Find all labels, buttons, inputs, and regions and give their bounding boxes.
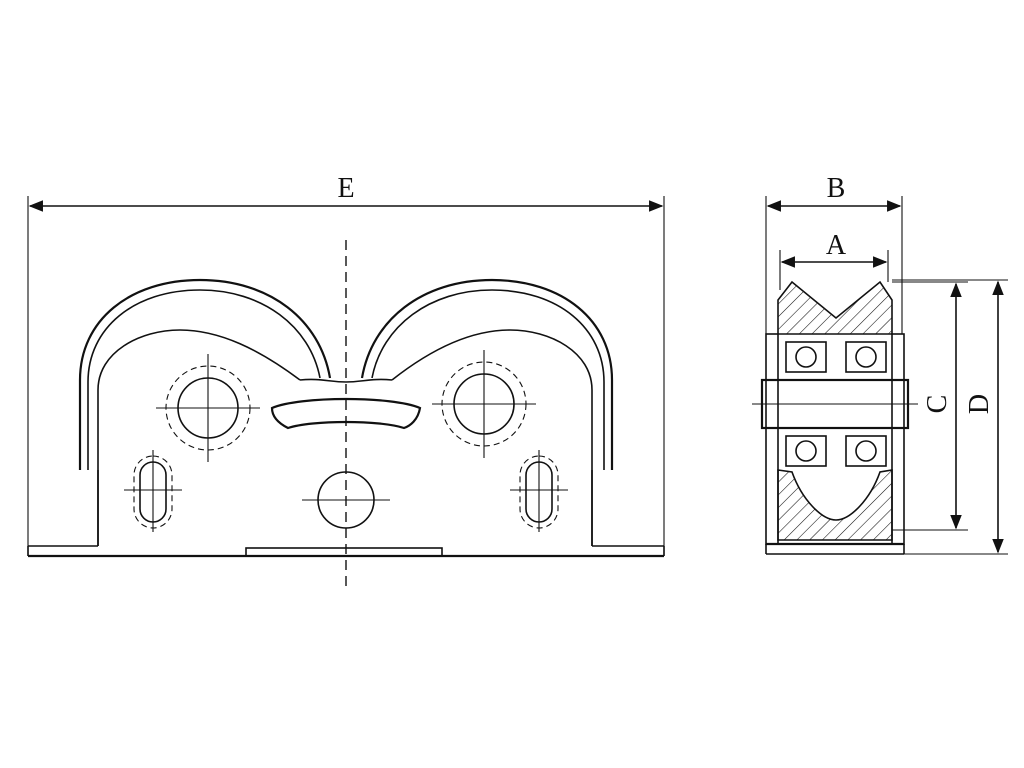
right-slot-hole xyxy=(510,450,568,532)
bearings xyxy=(785,341,887,467)
dimension-b: B xyxy=(765,173,903,334)
side-view: B A xyxy=(752,173,1008,555)
axle xyxy=(752,378,918,430)
housing-side-plates xyxy=(765,333,905,555)
wheel-section-bottom xyxy=(777,469,893,541)
base-plate xyxy=(27,545,665,558)
dimension-c: C xyxy=(892,281,968,531)
dimension-c-label: C xyxy=(922,395,953,414)
left-wheel xyxy=(78,278,332,546)
left-slot-hole xyxy=(124,450,182,532)
dimension-d: D xyxy=(892,279,1008,555)
dimension-a-label: A xyxy=(826,230,847,261)
dimension-e-label: E xyxy=(337,173,354,204)
dimension-a: A xyxy=(779,230,889,290)
left-axle-hole xyxy=(156,354,260,462)
right-wheel xyxy=(360,278,614,546)
housing-body xyxy=(97,378,593,546)
wheel-section-top xyxy=(777,280,893,335)
dimension-d-label: D xyxy=(964,394,995,414)
dimension-b-label: B xyxy=(827,173,846,204)
dimension-e: E xyxy=(27,173,665,556)
front-view: E xyxy=(27,173,665,590)
curved-slot xyxy=(270,397,422,430)
right-axle-hole xyxy=(432,350,536,458)
